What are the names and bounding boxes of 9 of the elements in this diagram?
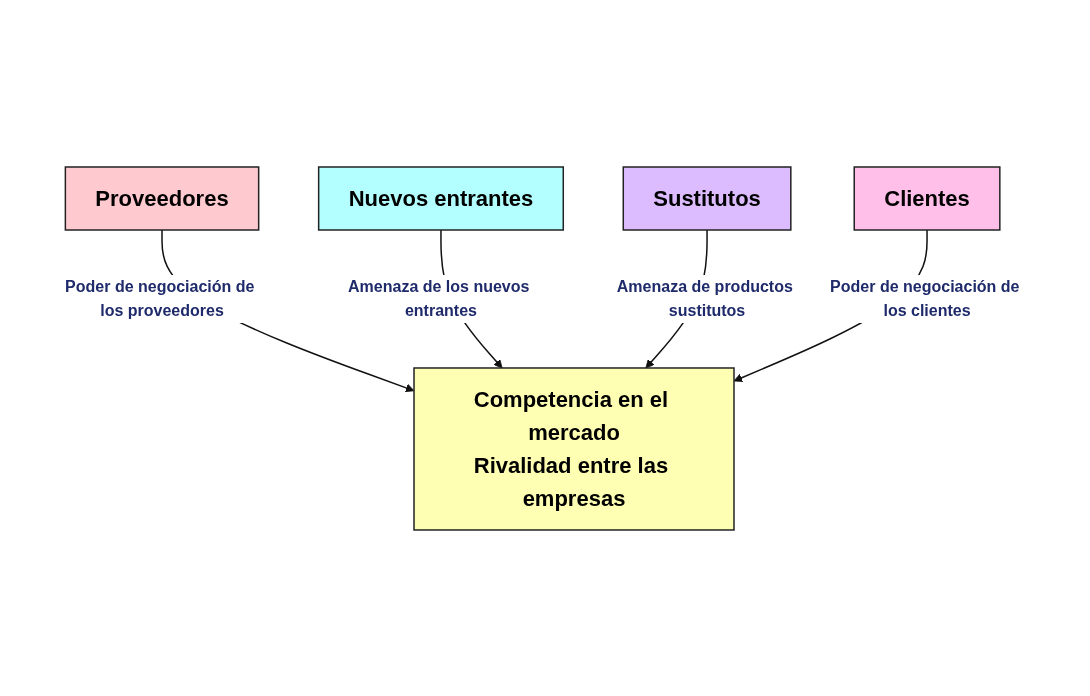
edge-label: Amenaza de los nuevos entrantes [348, 277, 530, 319]
node-box: Clientes [853, 165, 1002, 231]
node-box: Proveedores [65, 165, 260, 231]
edge-label: Poder de negociación de los proveedores [65, 277, 255, 319]
node-box: Competencia en el mercado Rivalidad entre las empresas [413, 366, 736, 531]
edge-label: Poder de negociación de los clientes [830, 277, 1020, 319]
node-box: Nuevos entrantes [318, 165, 565, 231]
edge-label: Amenaza de productos sustitutos [617, 277, 794, 319]
node-box: Sustitutos [623, 165, 793, 231]
